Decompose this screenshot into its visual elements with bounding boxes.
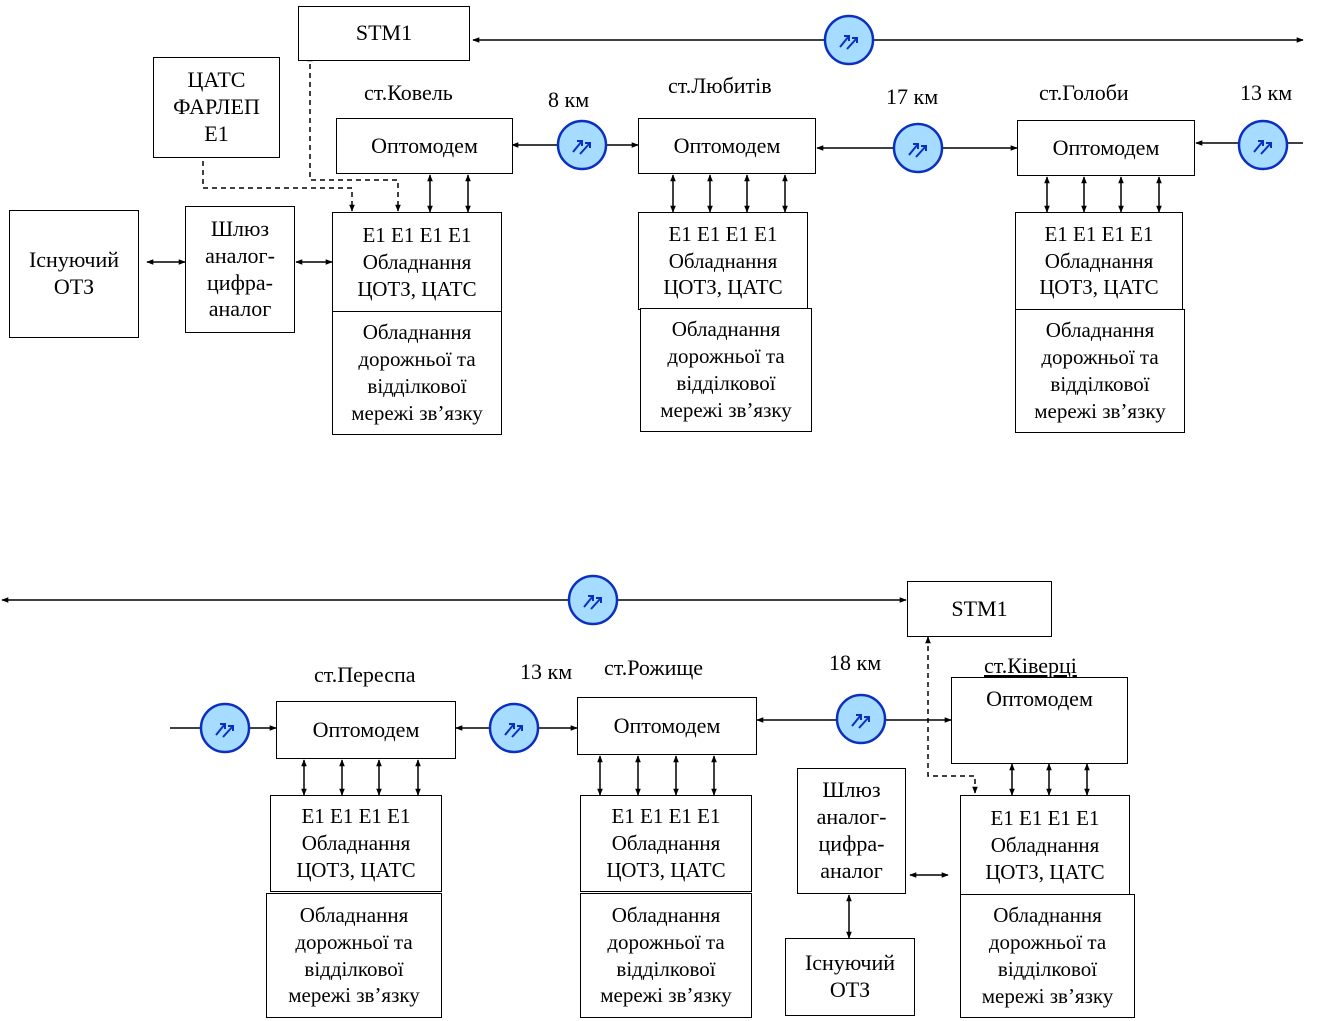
station-label-kovel: ст.Ковель — [364, 80, 453, 105]
distance-label-kovel-lyubytiv: 8 км — [548, 87, 590, 112]
optical-regenerator-icon — [892, 122, 944, 174]
repeater-arrows — [504, 723, 523, 738]
e1-equipment-kivertsi: Е1 Е1 Е1 Е1 Обладнання ЦОТЗ, ЦАТС — [960, 795, 1130, 896]
optical-regenerator-icon — [835, 693, 887, 745]
optomodem-lyubytiv: Оптомодем — [638, 118, 816, 174]
repeater-arrows — [1253, 140, 1272, 155]
road-equipment-kovel: Обладнання дорожньої та відділкової мере… — [332, 311, 502, 435]
optical-regenerator-icon — [567, 574, 619, 626]
repeater-arrows — [851, 714, 870, 729]
station-label-perespa: ст.Переспа — [314, 662, 416, 687]
repeater-arrows — [572, 140, 591, 155]
optical-regenerator-icon — [823, 14, 875, 66]
stm1-box-bottom: STM1 — [907, 581, 1052, 637]
optomodem-kovel: Оптомодем — [336, 118, 513, 174]
repeater-arrows — [215, 723, 234, 738]
e1-equipment-kovel: Е1 Е1 Е1 Е1 Обладнання ЦОТЗ, ЦАТС — [332, 212, 502, 313]
distance-label-perespa-rozhyshche: 13 км — [520, 659, 573, 684]
catc-farlep-box: ЦАТС ФАРЛЕП Е1 — [153, 57, 280, 158]
repeater-arrows — [908, 143, 927, 158]
optomodem-kivertsi: Оптомодем — [951, 677, 1128, 764]
distance-label-rozhyshche-kivertsi: 18 км — [829, 650, 882, 675]
repeater-arrows — [839, 35, 858, 50]
distance-label-lyubytiv-holoby: 17 км — [886, 84, 939, 109]
e1-equipment-lyubytiv: Е1 Е1 Е1 Е1 Обладнання ЦОТЗ, ЦАТС — [638, 212, 808, 310]
optomodem-rozhyshche: Оптомодем — [577, 697, 757, 755]
station-label-kivertsi: ст.Ківерці — [984, 653, 1077, 678]
gateway-kovel: Шлюз аналог- цифра- аналог — [185, 206, 295, 333]
road-equipment-perespa: Обладнання дорожньої та відділкової мере… — [266, 893, 442, 1018]
optomodem-perespa: Оптомодем — [276, 701, 456, 759]
road-equipment-kivertsi: Обладнання дорожньої та відділкової мере… — [960, 894, 1135, 1018]
e1-equipment-perespa: Е1 Е1 Е1 Е1 Обладнання ЦОТЗ, ЦАТС — [270, 795, 442, 892]
e1-equipment-rozhyshche: Е1 Е1 Е1 Е1 Обладнання ЦОТЗ, ЦАТС — [580, 795, 752, 892]
existing-otz-kovel: Існуючий ОТЗ — [9, 210, 139, 338]
stm1-box: STM1 — [298, 6, 470, 61]
road-equipment-rozhyshche: Обладнання дорожньої та відділкової мере… — [580, 893, 752, 1018]
gateway-kivertsi: Шлюз аналог- цифра- аналог — [797, 768, 906, 894]
station-label-rozhyshche: ст.Рожище — [604, 655, 704, 680]
optomodem-holoby: Оптомодем — [1017, 120, 1195, 176]
optical-regenerator-icon — [1237, 119, 1289, 171]
station-label-lyubytiv: ст.Любитів — [668, 73, 772, 98]
optical-regenerator-icon — [488, 702, 540, 754]
optical-regenerator-icon — [556, 119, 608, 171]
optical-regenerator-icon — [199, 702, 251, 754]
repeater-arrows — [583, 595, 602, 610]
station-label-holoby: ст.Голоби — [1039, 80, 1129, 105]
e1-equipment-holoby: Е1 Е1 Е1 Е1 Обладнання ЦОТЗ, ЦАТС — [1015, 212, 1183, 310]
road-equipment-lyubytiv: Обладнання дорожньої та відділкової мере… — [640, 308, 812, 432]
road-equipment-holoby: Обладнання дорожньої та відділкової мере… — [1015, 309, 1185, 433]
distance-label-holoby-next: 13 км — [1240, 80, 1293, 105]
existing-otz-kivertsi: Існуючий ОТЗ — [785, 938, 915, 1016]
